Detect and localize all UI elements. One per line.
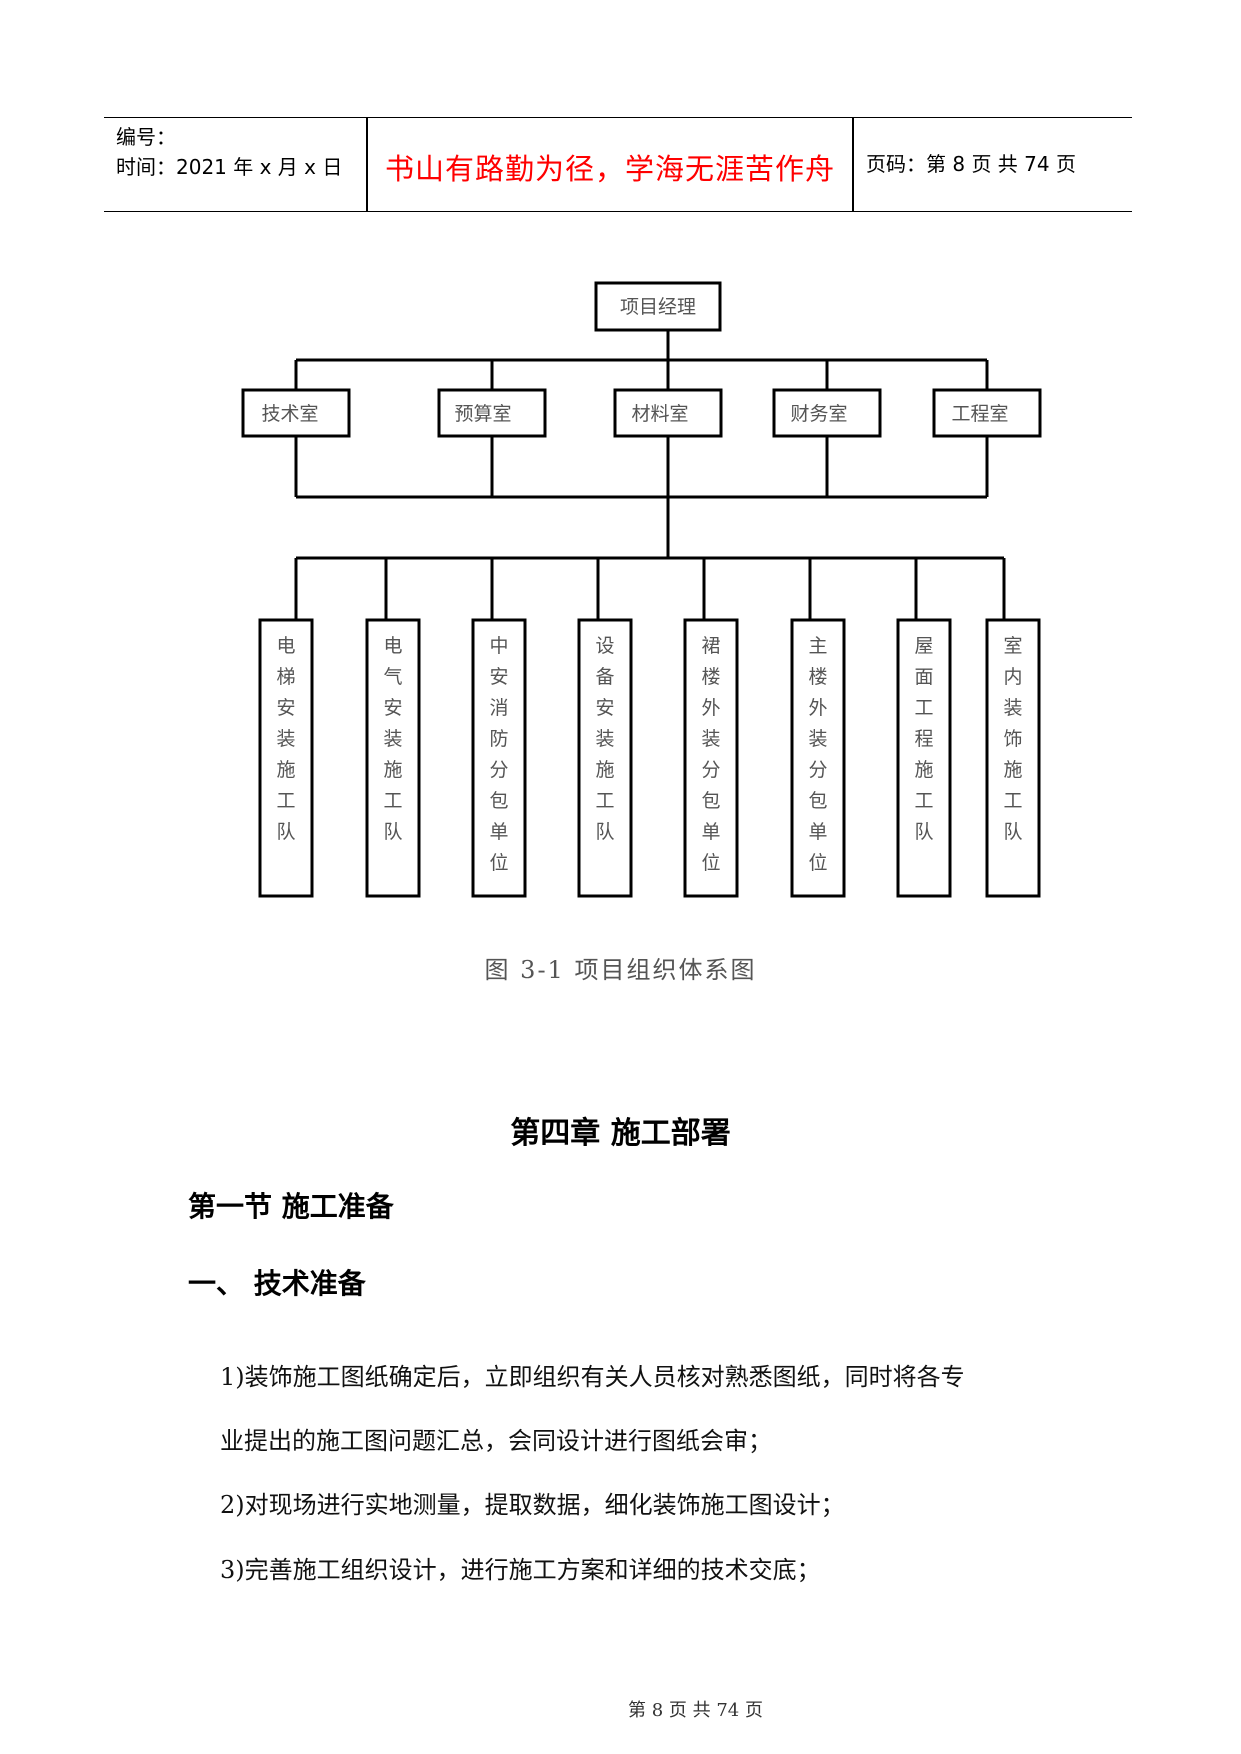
org-node-department: 技术室 [241, 388, 351, 438]
header-page-number: 页码：第 8 页 共 74 页 [866, 152, 1076, 176]
department-label: 预算室 [454, 403, 511, 425]
page-footer: 第 8 页 共 74 页 [628, 1700, 763, 1721]
team-label: 屋面工程施工队 [914, 635, 933, 843]
org-chart-connectors [294, 330, 1006, 620]
department-label: 材料室 [631, 403, 688, 425]
header-meta: 编号： 时间：2021 年 x 月 x 日 [116, 122, 342, 182]
department-label: 财务室 [790, 403, 847, 425]
header-divider [366, 118, 368, 211]
paragraph-line: 2)对现场进行实地测量，提取数据，细化装饰施工图设计； [220, 1491, 845, 1519]
team-label: 裙楼外装分包单位 [701, 635, 720, 874]
paragraph-line: 1)装饰施工图纸确定后，立即组织有关人员核对熟悉图纸，同时将各专 [220, 1363, 965, 1391]
org-node-manager: 项目经理 [594, 281, 722, 332]
paragraph-line: 3)完善施工组织设计，进行施工方案和详细的技术交底； [220, 1556, 821, 1584]
org-chart: 项目经理 技术室 预算室 材料室 财务室 工程室 电梯安装施工队 电气安装施工队 中… [241, 281, 1042, 898]
org-team-labels: 电梯安装施工队 电气安装施工队 中安消防分包单位 设备安装施工队 裙楼外装分包单位 主楼外… [276, 635, 1022, 874]
page-header: 编号： 时间：2021 年 x 月 x 日 书山有路勤为径，学海无涯苦作舟 页码… [104, 117, 1132, 212]
header-motto: 书山有路勤为径，学海无涯苦作舟 [384, 152, 835, 186]
org-node-department: 预算室 [437, 388, 547, 438]
org-node-department: 工程室 [932, 388, 1042, 438]
team-label: 中安消防分包单位 [489, 635, 508, 874]
org-node-department: 财务室 [772, 388, 882, 438]
section-title: 第一节 施工准备 [188, 1190, 394, 1223]
org-node-manager-label: 项目经理 [620, 296, 696, 318]
figure-caption: 图 3-1 项目组织体系图 [484, 956, 757, 984]
header-number: 编号： [116, 125, 176, 149]
org-node-department: 材料室 [613, 388, 723, 438]
team-label: 电梯安装施工队 [276, 635, 295, 843]
team-label: 设备安装施工队 [595, 635, 614, 843]
header-time: 时间：2021 年 x 月 x 日 [116, 155, 343, 179]
department-label: 技术室 [261, 403, 318, 425]
org-team-boxes [258, 618, 1041, 898]
team-label: 主楼外装分包单位 [808, 635, 827, 874]
subsection-title: 一、 技术准备 [188, 1267, 366, 1300]
chapter-title: 第四章 施工部署 [510, 1116, 731, 1151]
header-divider [852, 118, 854, 211]
department-label: 工程室 [951, 403, 1008, 425]
paragraph-line: 业提出的施工图问题汇总，会同设计进行图纸会审； [220, 1427, 772, 1455]
team-label: 室内装饰施工队 [1003, 635, 1022, 843]
team-label: 电气安装施工队 [383, 635, 402, 843]
